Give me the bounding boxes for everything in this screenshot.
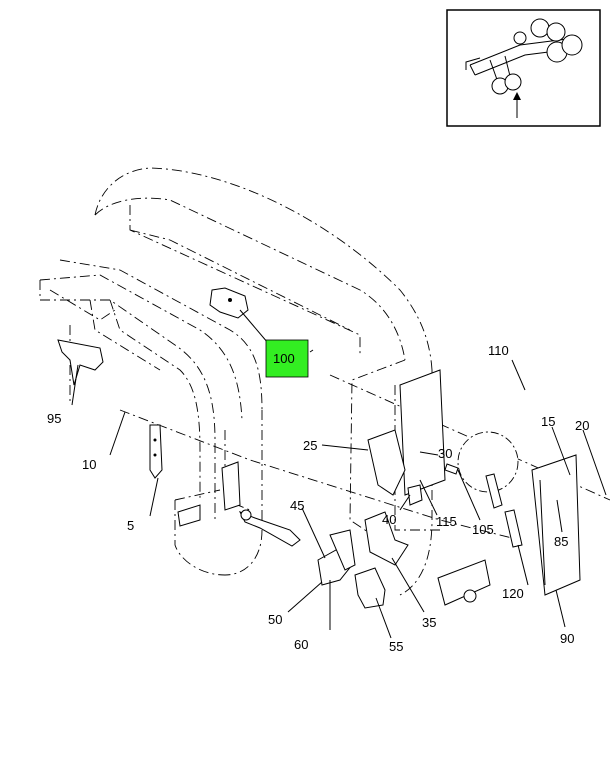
callout-45[interactable]: 45 — [290, 498, 304, 513]
part-side-bracket — [177, 461, 241, 527]
callout-15[interactable]: 15 — [541, 414, 555, 429]
part-step-panel — [437, 559, 491, 606]
callout-100-highlight — [265, 339, 309, 378]
callout-115[interactable]: 115 — [436, 514, 457, 529]
callout-100[interactable]: 100 — [273, 351, 295, 366]
part-120-strap — [504, 509, 523, 548]
part-55-bracket — [354, 567, 386, 609]
callout-95[interactable]: 95 — [47, 411, 61, 426]
callout-60[interactable]: 60 — [294, 637, 308, 652]
part-5-bracket — [149, 424, 163, 479]
callout-5[interactable]: 5 — [127, 518, 134, 533]
callout-90[interactable]: 90 — [560, 631, 574, 646]
locator-arrow-icon — [513, 92, 521, 118]
part-40-clip — [407, 484, 423, 506]
callout-10[interactable]: 10 — [82, 457, 96, 472]
callout-labels: 5 10 15 20 25 30 35 40 45 50 55 60 85 90… — [47, 343, 589, 654]
reference-centerline — [119, 409, 521, 541]
callout-40[interactable]: 40 — [382, 512, 396, 527]
callout-35[interactable]: 35 — [422, 615, 436, 630]
callout-110[interactable]: 110 — [488, 343, 509, 358]
callout-25[interactable]: 25 — [303, 438, 317, 453]
part-105-strap — [485, 473, 503, 509]
part-25-plate — [367, 429, 406, 496]
callout-105[interactable]: 105 — [472, 522, 494, 537]
part-45-bracket — [317, 529, 356, 586]
part-90-mudflap — [531, 454, 581, 596]
callout-50[interactable]: 50 — [268, 612, 282, 627]
cab-outline — [39, 167, 440, 596]
part-110-panel — [399, 369, 519, 496]
part-35-bracket — [364, 511, 409, 566]
callout-20[interactable]: 20 — [575, 418, 589, 433]
callout-30[interactable]: 30 — [438, 446, 452, 461]
leader-lines — [71, 309, 607, 639]
part-30-bolt — [444, 463, 459, 475]
part-rod — [238, 509, 301, 547]
truck-chassis-icon — [465, 18, 583, 95]
locator-inset — [446, 9, 601, 127]
callout-120[interactable]: 120 — [502, 586, 524, 601]
part-95-bracket — [57, 339, 104, 386]
callout-85[interactable]: 85 — [554, 534, 568, 549]
callout-55[interactable]: 55 — [389, 639, 403, 654]
part-100-mount — [209, 287, 249, 319]
